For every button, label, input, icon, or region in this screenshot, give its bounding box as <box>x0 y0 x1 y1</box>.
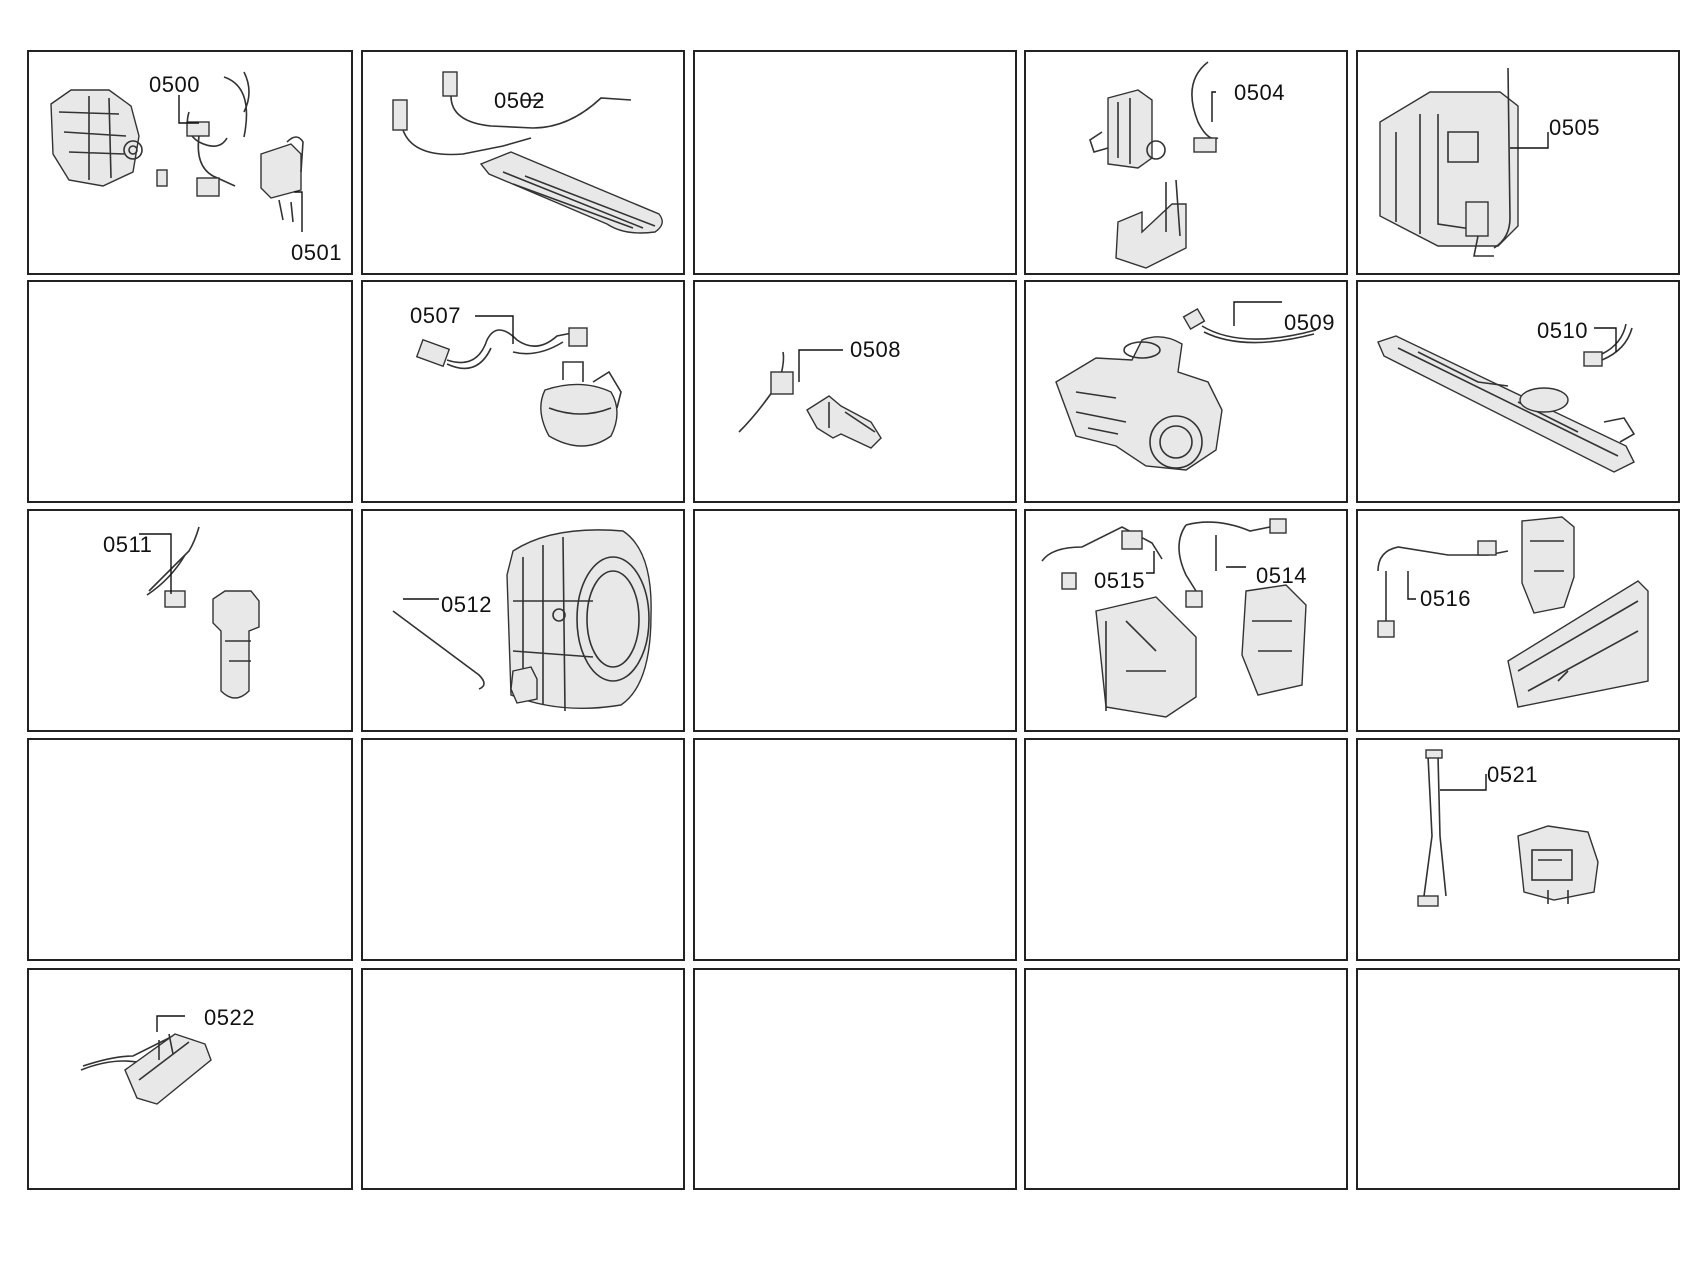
parts-cell: 0500 0501 <box>27 50 353 275</box>
boards-part-illustration <box>1041 518 1307 718</box>
pressure-part-illustration <box>415 315 622 447</box>
parts-cell <box>361 738 685 961</box>
parts-cell <box>1356 968 1680 1190</box>
parts-cell <box>1024 738 1348 961</box>
part-number-label: 0522 <box>204 1005 255 1030</box>
parts-cell: 0502 <box>361 50 685 275</box>
parts-cell <box>27 280 353 503</box>
part-number-label: 0505 <box>1549 115 1600 140</box>
part-number-label: 0515 <box>1094 568 1145 593</box>
part-number-label: 0512 <box>441 592 492 617</box>
heater-part-illustration <box>392 71 663 234</box>
parts-cell <box>693 509 1017 732</box>
lock-part-illustration <box>1417 749 1599 907</box>
parts-cell: 0505 <box>1356 50 1680 275</box>
parts-cell <box>693 968 1017 1190</box>
parts-cell <box>361 968 685 1190</box>
part-number-label: 0501 <box>291 240 342 265</box>
part-number-label: 0504 <box>1234 80 1285 105</box>
ntc-part-illustration <box>139 526 260 699</box>
parts-cell: 0516 <box>1356 509 1680 732</box>
parts-cell <box>693 738 1017 961</box>
rail-part-illustration <box>1377 323 1636 473</box>
part-number-label: 0507 <box>410 303 461 328</box>
motor-part-illustration <box>50 71 304 232</box>
parts-cell: 0511 <box>27 509 353 732</box>
parts-cell: 0504 <box>1024 50 1348 275</box>
part-number-label: 0511 <box>103 532 153 557</box>
parts-cell: 0515 0514 <box>1024 509 1348 732</box>
pcb-part-illustration <box>80 1015 212 1105</box>
parts-cell: 0521 <box>1356 738 1680 961</box>
panel-part-illustration <box>1377 516 1649 708</box>
part-number-label: 0514 <box>1256 563 1307 588</box>
pump-part-illustration <box>1055 301 1317 471</box>
part-number-label: 0509 <box>1284 310 1335 335</box>
part-number-label: 0510 <box>1537 318 1588 343</box>
module-part-illustration <box>1379 67 1549 257</box>
part-number-label: 0500 <box>149 72 200 97</box>
part-number-label: 0521 <box>1487 762 1538 787</box>
parts-cell <box>1024 968 1348 1190</box>
part-number-label: 0502 <box>494 88 545 113</box>
part-number-label: 0516 <box>1420 586 1471 611</box>
part-number-label: 0508 <box>850 337 901 362</box>
valve-part-illustration <box>1089 61 1219 269</box>
parts-cell: 0522 <box>27 968 353 1190</box>
parts-cell: 0509 <box>1024 280 1348 503</box>
tub-part-illustration <box>392 529 652 712</box>
parts-cell <box>693 50 1017 275</box>
parts-cell: 0512 <box>361 509 685 732</box>
sensor-part-illustration <box>738 349 882 449</box>
parts-cell: 0508 <box>693 280 1017 503</box>
parts-cell: 0507 <box>361 280 685 503</box>
parts-cell: 0510 <box>1356 280 1680 503</box>
parts-cell <box>27 738 353 961</box>
